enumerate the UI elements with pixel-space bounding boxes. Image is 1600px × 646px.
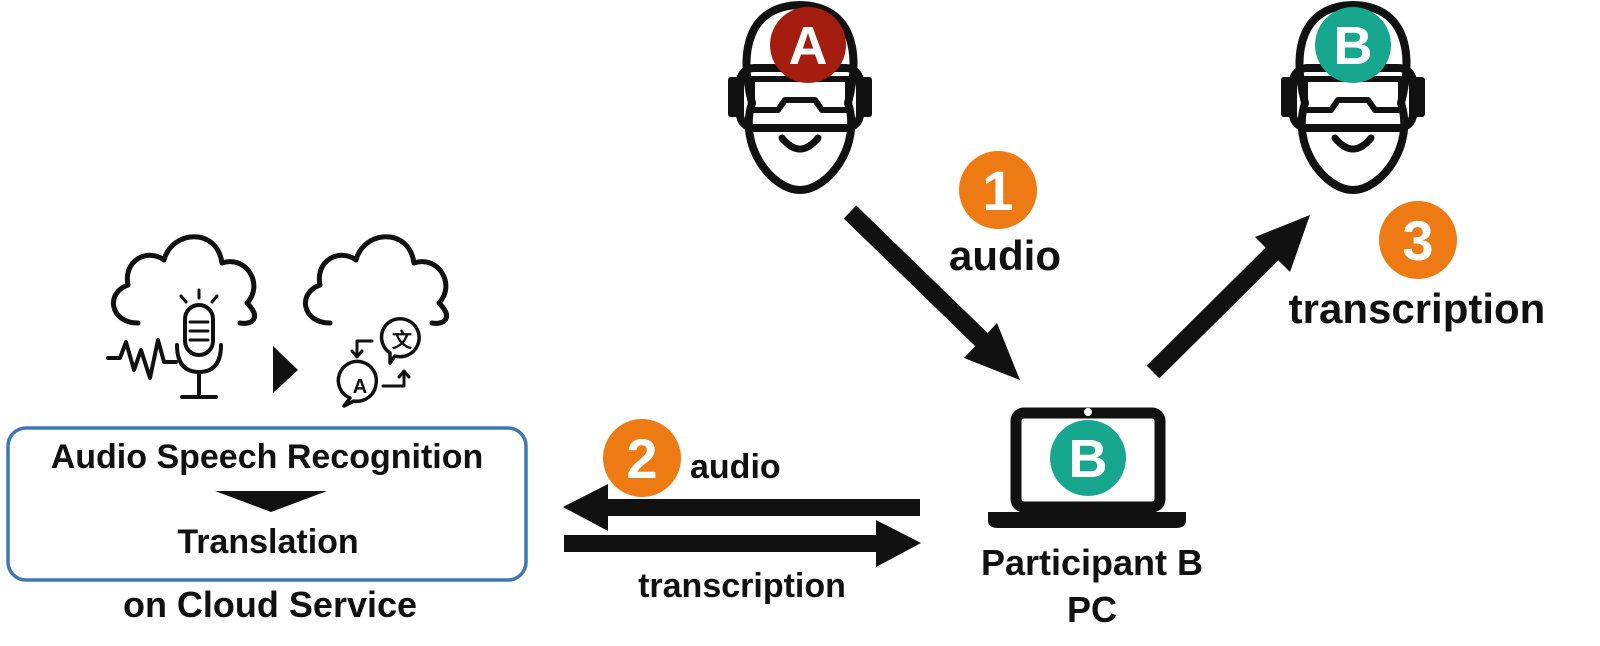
badge-b-circle [1315, 7, 1391, 83]
step-2-number: 2 [626, 427, 657, 490]
step-2: 2 audio [603, 419, 781, 497]
arrow-pc-to-b [1146, 215, 1310, 379]
step-2-badge [603, 419, 681, 497]
badge-a-label: A [789, 16, 828, 76]
translate-glyph-top: 文 [392, 328, 413, 352]
step-1-number: 1 [982, 159, 1013, 222]
badge-a-circle [770, 7, 846, 83]
return-transcription-label: transcription [638, 567, 846, 605]
box-line-translation: Translation [177, 523, 358, 561]
pc-badge: B [1050, 420, 1126, 496]
box-down-arrow-icon [215, 491, 327, 512]
step-1: 1 audio [949, 151, 1061, 279]
arrow-a-to-pc [843, 205, 1020, 380]
arrow-pc-to-cloud [563, 484, 920, 531]
cloud-translate-icon: 文 A [305, 237, 446, 408]
step-3-label: transcription [1289, 285, 1546, 332]
participant-a-badge: A [770, 7, 846, 83]
process-arrow-icon [273, 346, 298, 393]
cloud-microphone-icon [106, 237, 255, 399]
badge-b-label: B [1334, 16, 1373, 76]
step-2-label: audio [690, 448, 781, 486]
pc-caption-line1: Participant B [981, 542, 1203, 583]
translate-glyph-bottom: A [353, 376, 367, 398]
cloud-service-caption: on Cloud Service [123, 584, 417, 625]
laptop-icon [988, 407, 1186, 528]
step-3-badge [1379, 201, 1457, 279]
pc-badge-label: B [1069, 429, 1108, 489]
arrow-cloud-to-pc [564, 520, 921, 567]
pc-badge-circle [1050, 420, 1126, 496]
participant-b-badge: B [1315, 7, 1391, 83]
box-line-asr: Audio Speech Recognition [51, 438, 484, 476]
step-1-badge [959, 151, 1037, 229]
step-3: 3 transcription [1289, 201, 1546, 332]
cloud-service-box: Audio Speech Recognition Translation [6, 426, 528, 582]
step-1-label: audio [949, 232, 1061, 279]
pc-caption-line2: PC [1067, 589, 1117, 630]
step-3-number: 3 [1402, 209, 1433, 272]
